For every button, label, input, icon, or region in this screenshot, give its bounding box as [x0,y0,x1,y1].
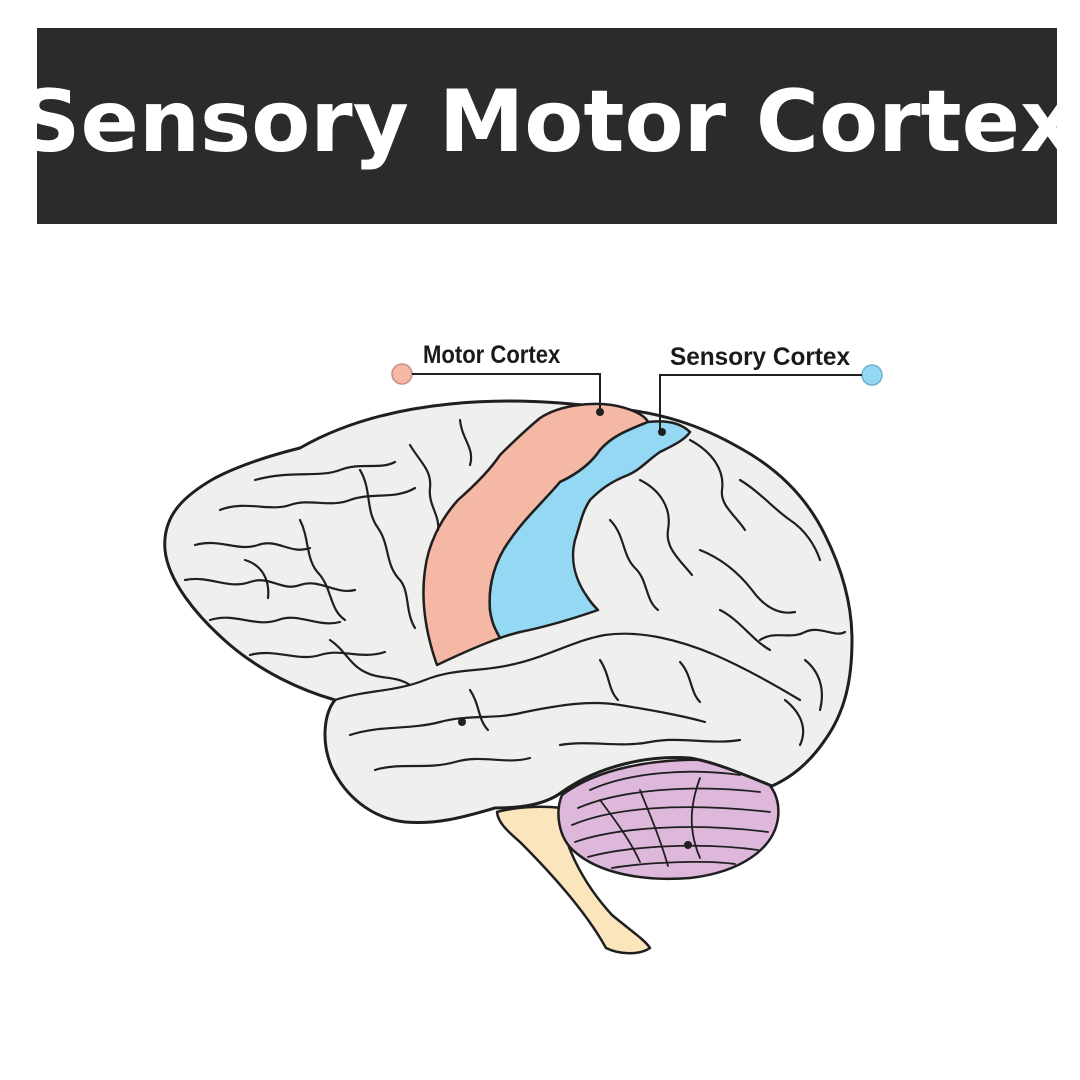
sensory-cortex-legend-dot [862,365,882,385]
motor-cortex-legend-dot [392,364,412,384]
sensory-cortex-label: Sensory Cortex [670,343,850,371]
marker-dot [458,718,466,726]
marker-dot [684,841,692,849]
cerebellum [558,760,778,879]
sensory-cortex-callout: Sensory Cortex [660,343,882,432]
motor-cortex-label: Motor Cortex [423,341,560,369]
